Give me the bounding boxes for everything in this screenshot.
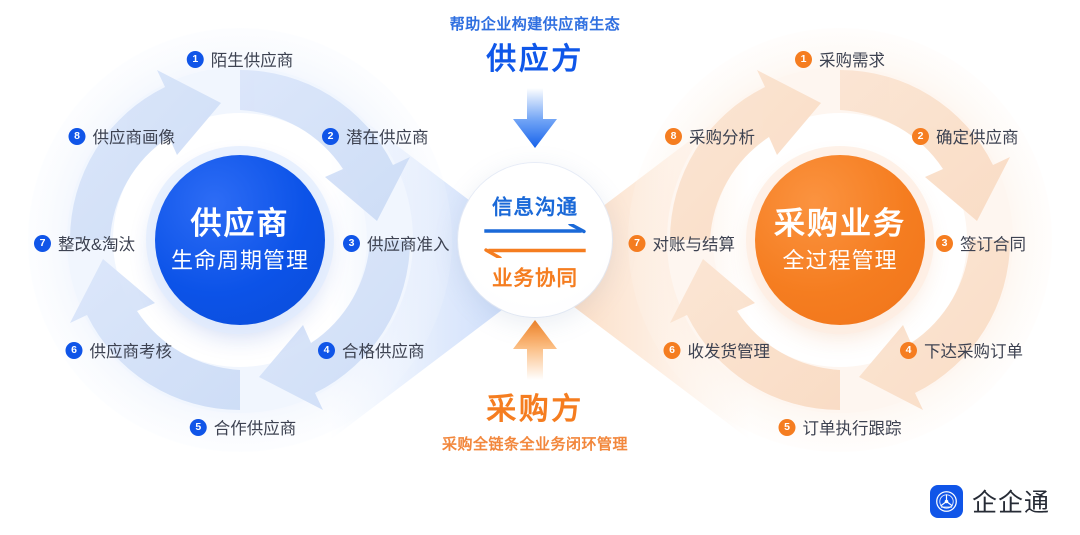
procurement-node-2[interactable]: 2 确定供应商 <box>912 124 1019 148</box>
procurement-node-4-label: 下达采购订单 <box>924 343 1023 361</box>
procurement-core-subtitle: 全过程管理 <box>782 247 898 273</box>
bidirectional-exchange-arrows-icon <box>484 223 586 258</box>
supplier-node-3-label: 供应商准入 <box>367 236 450 254</box>
supplier-node-6-badge: 6 <box>65 341 83 359</box>
supplier-down-arrow-icon <box>513 88 557 148</box>
supplier-node-5-label: 合作供应商 <box>213 420 297 438</box>
supplier-node-1-label: 陌生供应商 <box>210 52 294 70</box>
procurement-core-title: 采购业务 <box>774 206 906 242</box>
supplier-node-3-badge: 3 <box>343 234 360 252</box>
supplier-node-2-label: 潜在供应商 <box>346 129 429 147</box>
procurement-node-4[interactable]: 4 下达采购订单 <box>900 338 1023 362</box>
procurement-node-4-badge: 4 <box>900 341 917 359</box>
supplier-node-8-badge: 8 <box>68 127 86 145</box>
procurement-node-8-label: 采购分析 <box>689 129 755 147</box>
supplier-node-5[interactable]: 5 合作供应商 <box>189 415 297 439</box>
procurement-node-6-badge: 6 <box>663 341 681 359</box>
procurement-node-1-label: 采购需求 <box>819 52 885 70</box>
supplier-node-4[interactable]: 4 合格供应商 <box>318 338 425 362</box>
procurement-node-3-badge: 3 <box>936 234 953 252</box>
buyer-caption-small: 采购全链条全业务闭环管理 <box>441 436 629 453</box>
buyer-up-arrow-icon <box>513 320 557 380</box>
supplier-node-7-label: 整改&淘汰 <box>57 236 135 254</box>
procurement-node-7-badge: 7 <box>628 234 646 252</box>
supplier-node-8-label: 供应商画像 <box>92 129 176 147</box>
supplier-caption-title: 供应方 <box>486 43 584 76</box>
supplier-side-caption: 帮助企业构建供应商生态 供应方 <box>450 13 621 78</box>
procurement-node-5-badge: 5 <box>778 418 796 436</box>
supplier-node-3[interactable]: 3 供应商准入 <box>343 231 450 255</box>
procurement-node-7[interactable]: 7 对账与结算 <box>628 231 736 255</box>
qiqitong-emblem-icon <box>930 484 963 518</box>
supplier-node-4-label: 合格供应商 <box>342 343 425 361</box>
supplier-node-8[interactable]: 8 供应商画像 <box>68 124 176 148</box>
supplier-node-5-badge: 5 <box>189 418 207 436</box>
brand-logo: 企企通 <box>930 483 1050 519</box>
supplier-node-7-badge: 7 <box>33 234 51 252</box>
supplier-node-1-badge: 1 <box>186 50 204 68</box>
supplier-caption-small: 帮助企业构建供应商生态 <box>449 16 621 33</box>
procurement-node-1-badge: 1 <box>795 50 812 68</box>
hub-top-label: 信息沟通 <box>492 195 578 219</box>
buyer-caption-title: 采购方 <box>486 393 584 426</box>
supplier-node-2[interactable]: 2 潜在供应商 <box>322 124 429 148</box>
procurement-node-5-label: 订单执行跟踪 <box>802 420 902 438</box>
procurement-node-5[interactable]: 5 订单执行跟踪 <box>778 415 902 439</box>
procurement-node-8-badge: 8 <box>665 127 682 145</box>
procurement-node-2-badge: 2 <box>912 127 929 145</box>
supplier-node-2-badge: 2 <box>322 127 339 145</box>
procurement-node-6-label: 收发货管理 <box>687 343 771 361</box>
supplier-node-6-label: 供应商考核 <box>89 343 173 361</box>
procurement-core-circle: 采购业务 全过程管理 <box>755 155 925 325</box>
procurement-node-2-label: 确定供应商 <box>936 129 1019 147</box>
procurement-node-3[interactable]: 3 签订合同 <box>936 231 1026 255</box>
center-hub-circle: 信息沟通 业务协同 <box>458 163 612 317</box>
supplier-core-title: 供应商 <box>190 206 290 242</box>
procurement-node-6[interactable]: 6 收发货管理 <box>663 338 771 362</box>
procurement-node-3-label: 签订合同 <box>960 236 1026 254</box>
hub-bottom-label: 业务协同 <box>492 266 578 290</box>
procurement-node-8[interactable]: 8 采购分析 <box>665 124 755 148</box>
supplier-node-4-badge: 4 <box>318 341 335 359</box>
supplier-core-subtitle: 生命周期管理 <box>170 247 309 273</box>
buyer-side-caption: 采购方 采购全链条全业务闭环管理 <box>442 384 628 454</box>
brand-name: 企企通 <box>972 489 1051 517</box>
supplier-node-6[interactable]: 6 供应商考核 <box>65 338 173 362</box>
supplier-node-1[interactable]: 1 陌生供应商 <box>186 47 294 71</box>
procurement-node-1[interactable]: 1 采购需求 <box>795 47 885 71</box>
procurement-node-7-label: 对账与结算 <box>652 236 736 254</box>
supplier-core-circle: 供应商 生命周期管理 <box>155 155 325 325</box>
supplier-node-7[interactable]: 7 整改&淘汰 <box>33 231 135 255</box>
